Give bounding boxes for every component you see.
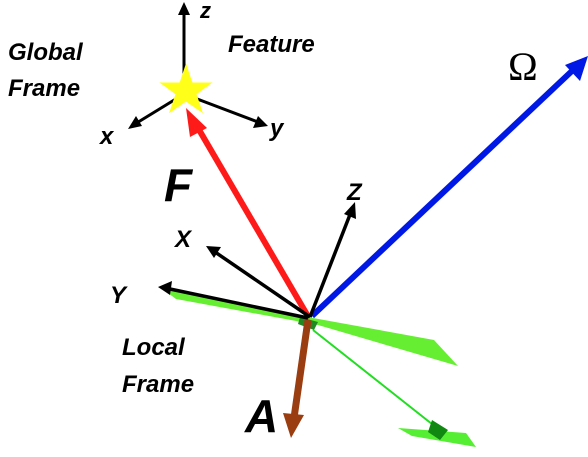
omega-shaft bbox=[309, 67, 576, 319]
local-x-arrowhead bbox=[206, 246, 221, 258]
force-arrowhead bbox=[186, 108, 207, 137]
global-z-arrowhead bbox=[178, 2, 190, 15]
global-z-label: z bbox=[199, 0, 211, 23]
local-z-arrowhead bbox=[344, 202, 356, 219]
force-vector bbox=[186, 108, 312, 320]
acceleration-shaft bbox=[290, 319, 312, 419]
global-x-arrowhead bbox=[128, 116, 142, 129]
local-z-label: Z bbox=[346, 179, 363, 206]
local-y-label: Y bbox=[110, 282, 128, 309]
force-shaft bbox=[195, 126, 312, 320]
feature-label: Feature bbox=[228, 31, 315, 58]
shadow-body bbox=[428, 420, 448, 440]
omega-arrowhead bbox=[565, 56, 588, 81]
force-label: F bbox=[164, 159, 194, 211]
local-wing-plane bbox=[160, 287, 458, 366]
acceleration-arrowhead bbox=[283, 413, 304, 438]
acceleration-vector bbox=[283, 319, 312, 438]
global-y-arrowhead bbox=[253, 116, 268, 128]
local-frame-label-line2: Frame bbox=[122, 371, 194, 398]
global-x-label: x bbox=[98, 123, 115, 150]
local-y-axis bbox=[169, 287, 309, 320]
global-frame bbox=[128, 2, 268, 129]
omega-vector bbox=[309, 56, 588, 319]
global-y-label: y bbox=[269, 115, 285, 142]
local-frame-axes bbox=[158, 202, 356, 320]
acceleration-label: A bbox=[244, 390, 278, 442]
local-x-axis bbox=[214, 250, 311, 319]
global-frame-label-line2: Frame bbox=[8, 75, 80, 102]
shadow-line bbox=[312, 329, 438, 429]
global-frame-label-line1: Global bbox=[8, 39, 84, 66]
omega-label: Ω bbox=[508, 44, 538, 89]
shadow-projection bbox=[312, 329, 476, 447]
local-z-axis bbox=[308, 211, 353, 318]
local-frame-label-line1: Local bbox=[122, 334, 186, 361]
feature-star-icon bbox=[159, 63, 213, 114]
local-y-arrowhead bbox=[158, 281, 172, 295]
local-x-label: X bbox=[173, 226, 193, 253]
